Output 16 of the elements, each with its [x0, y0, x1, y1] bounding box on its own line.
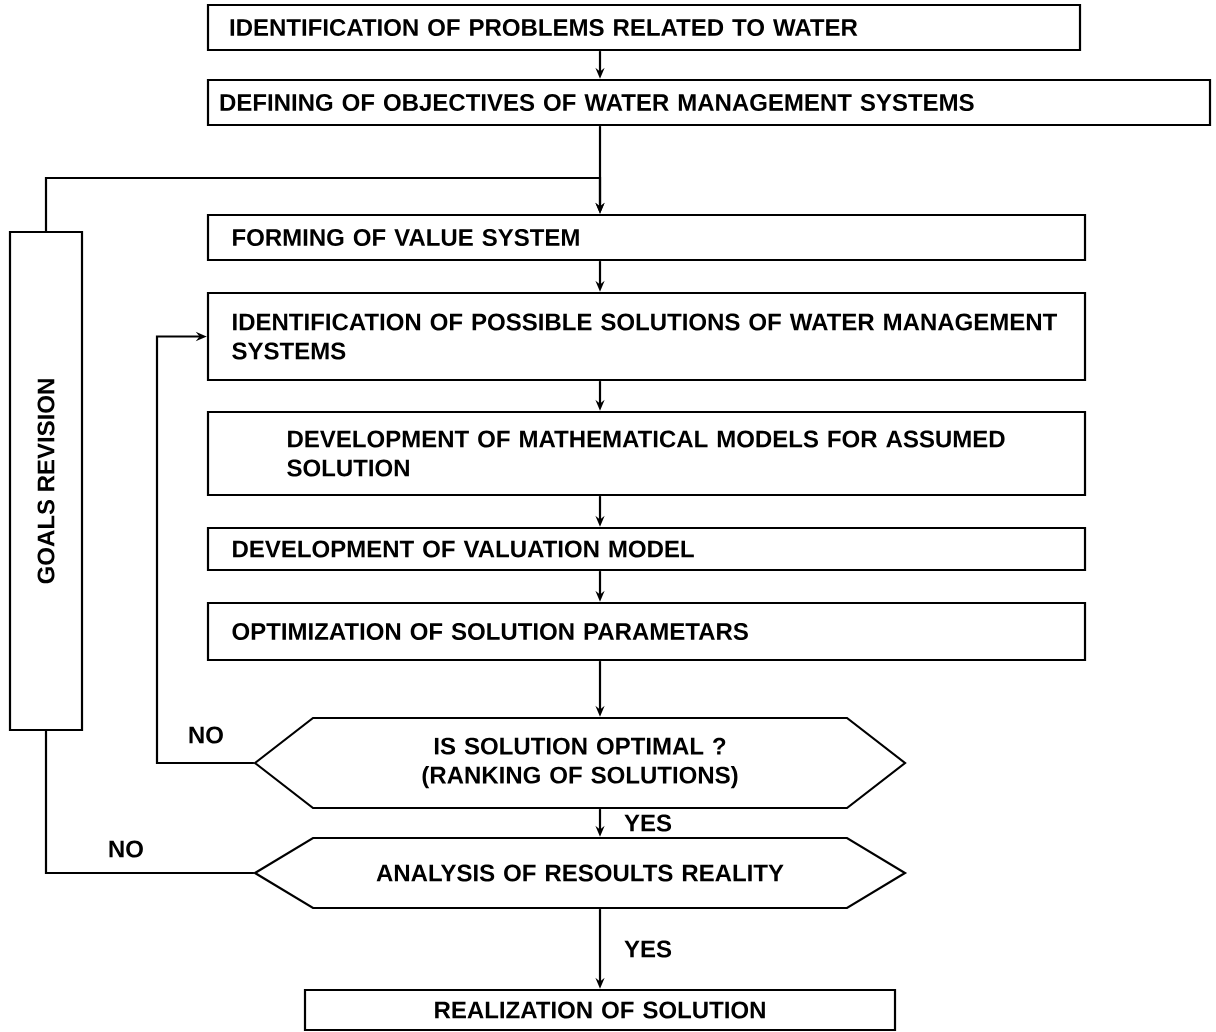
arrow: [155, 331, 254, 765]
process-box: FORMING OF VALUE SYSTEM: [206, 213, 1087, 262]
process-box: IDENTIFICATION OF PROBLEMS RELATED TO WATER: [206, 3, 1082, 52]
process-box: DEVELOPMENT OF MATHEMATICAL MODELS FOR ASSUMED SOLUTION: [206, 410, 1087, 497]
process-box: DEVELOPMENT OF VALUATION MODEL: [206, 526, 1087, 572]
decision-hexagon: IS SOLUTION OPTIMAL ? (RANKING OF SOLUTIONS): [253, 716, 907, 810]
feedback-box: GOALS REVISION: [8, 230, 84, 732]
process-box: DEFINING OF OBJECTIVES OF WATER MANAGEMENT SYSTEMS: [206, 78, 1212, 127]
edge-label: YES: [622, 938, 674, 960]
edge-label: NO: [185, 724, 226, 746]
process-box: REALIZATION OF SOLUTION: [303, 988, 897, 1032]
edge-label: NO: [105, 838, 146, 860]
process-box: OPTIMIZATION OF SOLUTION PARAMETARS: [206, 601, 1087, 662]
arrow: [44, 176, 605, 231]
edge-label: YES: [622, 812, 674, 834]
process-box: IDENTIFICATION OF POSSIBLE SOLUTIONS OF WATER MANAGEMENT SYSTEMS: [206, 291, 1087, 382]
